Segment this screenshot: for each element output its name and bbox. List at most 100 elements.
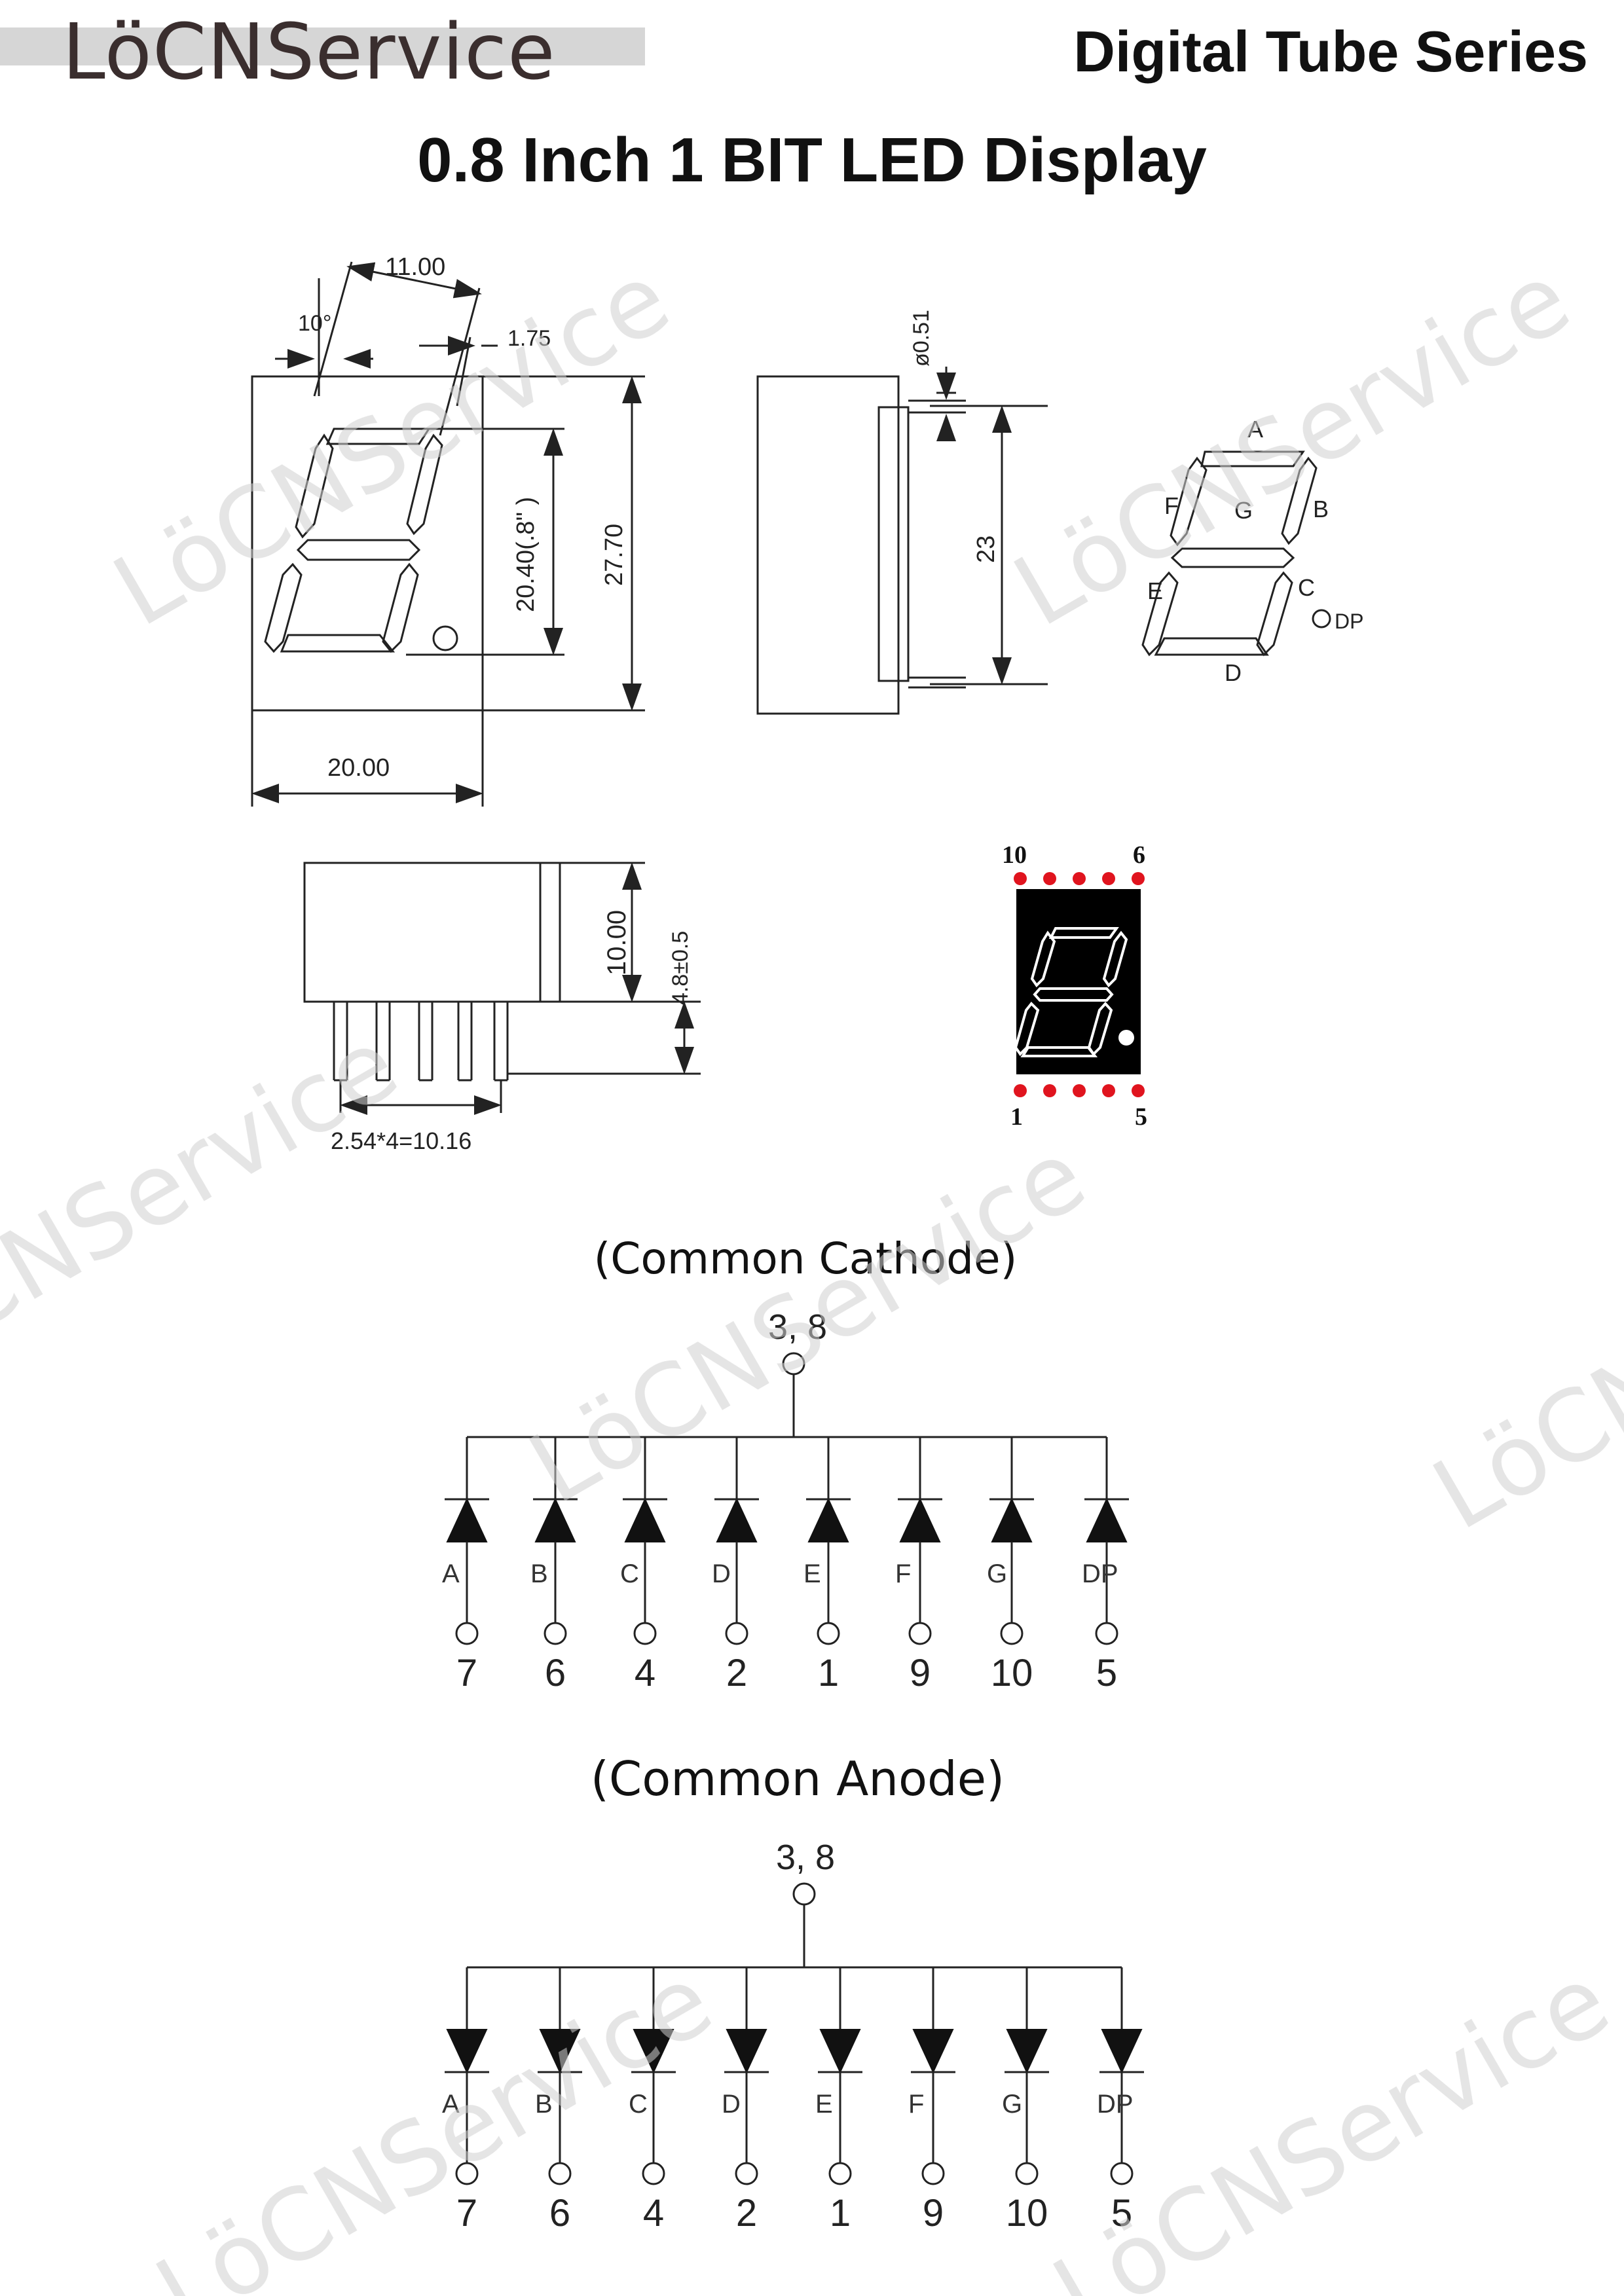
pinout-digit (1014, 927, 1128, 1057)
diode-a (446, 1497, 488, 1542)
cathode-common-pins: 3, 8 (768, 1307, 827, 1347)
pin-terminal (1000, 1622, 1024, 1645)
diode-c (624, 1497, 666, 1542)
diode-c (633, 2029, 674, 2074)
pin-label-10: 10 (1002, 841, 1027, 869)
pin-dot (1073, 872, 1086, 885)
pin-terminal (633, 1622, 657, 1645)
seg-label-d: D (1225, 659, 1242, 686)
pin-terminal (735, 2162, 758, 2185)
diode-d (716, 1497, 758, 1542)
anode-title: (Common Anode) (591, 1751, 1005, 1806)
watermark-text: LöCNService (0, 1007, 416, 1415)
pin-dot (1043, 1084, 1056, 1097)
segment-labels: A F G B E C DP D (1147, 416, 1363, 686)
dim-depth: 10.00 (602, 910, 631, 975)
pin-dot (1102, 872, 1115, 885)
diode-dp (1101, 2029, 1143, 2074)
pin-dot (1014, 872, 1027, 885)
anode-common-pins: 3, 8 (776, 1838, 835, 1877)
pin-number: 4 (643, 2192, 664, 2234)
bottom-view (303, 862, 701, 1115)
pin-number: 5 (1111, 2192, 1132, 2234)
front-body (251, 375, 484, 712)
diode-d (726, 2029, 767, 2074)
front-digit (264, 428, 458, 653)
pin-number: 1 (818, 1652, 839, 1694)
series-title: Digital Tube Series (1073, 19, 1588, 84)
pin-number: 10 (1006, 2192, 1048, 2234)
pin-terminal (642, 2162, 665, 2185)
common-terminal (792, 1882, 816, 1906)
dim-top: 11.00 (385, 253, 445, 281)
watermark-text: LöCNService (511, 1118, 1104, 1526)
diode-dp (1086, 1497, 1128, 1542)
pin-terminal (921, 2162, 945, 2185)
pin-number: 6 (545, 1652, 566, 1694)
segment-label-a: A (442, 1559, 460, 1588)
segment-label-dp: DP (1097, 2090, 1134, 2119)
pin-number: 6 (549, 2192, 570, 2234)
bottom-body (303, 862, 561, 1003)
watermark-text: LöCNService (1415, 1144, 1624, 1552)
pin-terminal (1110, 2162, 1134, 2185)
pin-number: 7 (456, 1652, 477, 1694)
segment-map (1141, 450, 1331, 657)
seg-label-c: C (1298, 574, 1315, 601)
segment-label-g: G (1002, 2090, 1022, 2119)
pin-number: 1 (830, 2192, 851, 2234)
segment-label-f: F (895, 1559, 911, 1588)
front-view (251, 261, 645, 807)
pin-label-1: 1 (1010, 1103, 1023, 1131)
pin-terminal (548, 2162, 572, 2185)
segment-label-e: E (803, 1559, 821, 1588)
side-body (756, 375, 900, 715)
pinout-dots (1014, 872, 1145, 1097)
pin-terminal (828, 2162, 852, 2185)
watermark-text: LöCNService (1035, 1943, 1624, 2296)
pin-label-6: 6 (1133, 841, 1145, 869)
dim-pin-dia: ø0.51 (909, 310, 934, 367)
segment-label-c: C (629, 2090, 648, 2119)
seg-label-f: F (1164, 492, 1179, 519)
dim-digit-height: 20.40(.8" ) (512, 497, 540, 612)
segment-label-dp: DP (1082, 1559, 1118, 1588)
dim-angle: 10° (298, 311, 331, 336)
pinout-body (1016, 889, 1141, 1074)
dim-pin-span: 23 (972, 536, 1000, 563)
dim-pin-len: 4.8±0.5 (668, 931, 693, 1005)
front-dimensions: 11.00 10° 1.75 20.40(.8" ) 27.70 20.00 (298, 253, 628, 782)
pin-number: 10 (991, 1652, 1033, 1694)
dim-width: 20.00 (327, 754, 390, 782)
pin-number: 9 (910, 1652, 931, 1694)
seg-label-g: G (1234, 497, 1253, 524)
pinout-diagram (1014, 889, 1141, 1074)
pin-number: 7 (456, 2192, 477, 2234)
pin-terminal (455, 2162, 479, 2185)
diode-g (1006, 2029, 1048, 2074)
diode-b (539, 2029, 581, 2074)
brand-bar (0, 27, 645, 65)
pin-number: 5 (1096, 1652, 1117, 1694)
pin-label-5: 5 (1135, 1103, 1147, 1131)
segment-label-d: D (712, 1559, 731, 1588)
segment-label-b: B (530, 1559, 548, 1588)
watermark-text: LöCNService (138, 1943, 731, 2296)
dim-pitch: 2.54*4=10.16 (331, 1127, 471, 1154)
pin-number: 4 (635, 1652, 655, 1694)
dim-offset: 1.75 (507, 326, 551, 351)
diode-f (899, 1497, 941, 1542)
diode-g (991, 1497, 1033, 1542)
seg-label-a: A (1247, 416, 1263, 443)
brand-logo: LöCNService (62, 7, 556, 97)
pin-terminal (908, 1622, 932, 1645)
segment-label-c: C (620, 1559, 639, 1588)
pin-terminal (725, 1622, 748, 1645)
pin-dot (1014, 1084, 1027, 1097)
pin-dot (1102, 1084, 1115, 1097)
segment-label-g: G (987, 1559, 1007, 1588)
pin-number: 9 (923, 2192, 944, 2234)
diode-e (819, 2029, 861, 2074)
